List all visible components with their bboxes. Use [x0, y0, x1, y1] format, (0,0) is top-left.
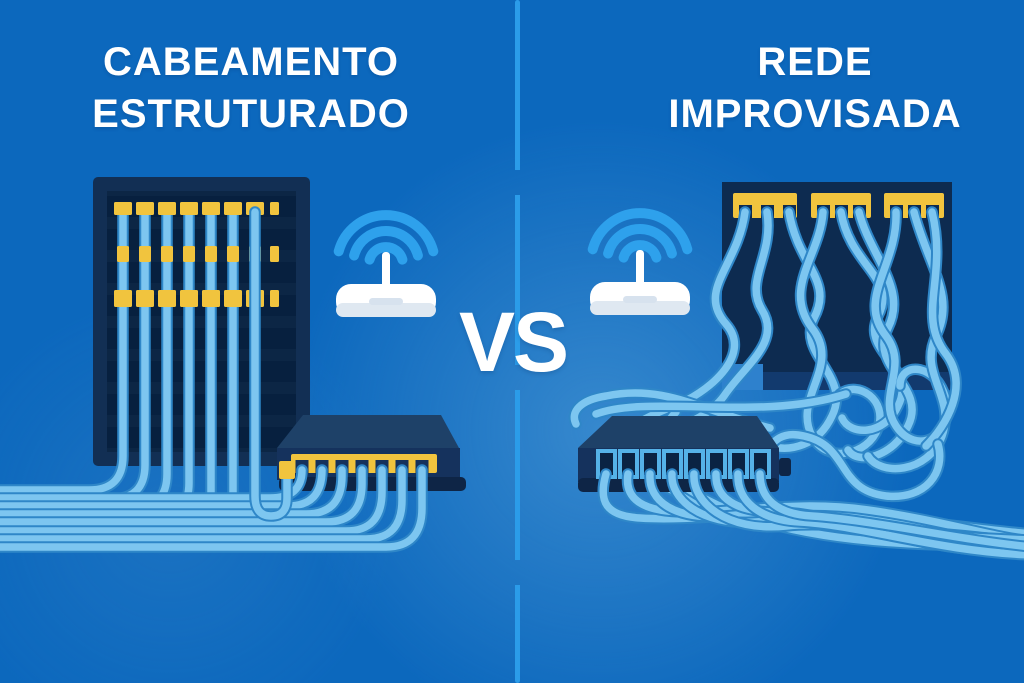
right-title-line1: REDE — [757, 40, 873, 84]
wifi-signal-icon — [587, 208, 693, 263]
uplink-connector — [279, 461, 295, 479]
left-rack-port-rows — [114, 202, 279, 307]
right-title-line2: IMPROVISADA — [668, 92, 962, 136]
left-uplink-cable — [249, 206, 295, 522]
left-wifi-router — [333, 210, 439, 317]
left-switch-cables — [0, 464, 428, 553]
right-section-title: REDE IMPROVISADA — [600, 36, 1024, 140]
wireless-router-icon — [336, 252, 436, 317]
left-section-title: CABEAMENTO ESTRUTURADO — [36, 36, 466, 140]
wireless-router-icon — [590, 250, 690, 315]
left-title-line1: CABEAMENTO — [103, 40, 399, 84]
vs-label: VS — [458, 295, 569, 389]
right-switch-cables — [597, 468, 1024, 561]
wifi-signal-icon — [333, 210, 439, 265]
left-title-line2: ESTRUTURADO — [92, 92, 410, 136]
center-dashed-divider — [515, 0, 520, 683]
right-wifi-router — [587, 208, 693, 315]
rack-slats — [107, 196, 296, 448]
